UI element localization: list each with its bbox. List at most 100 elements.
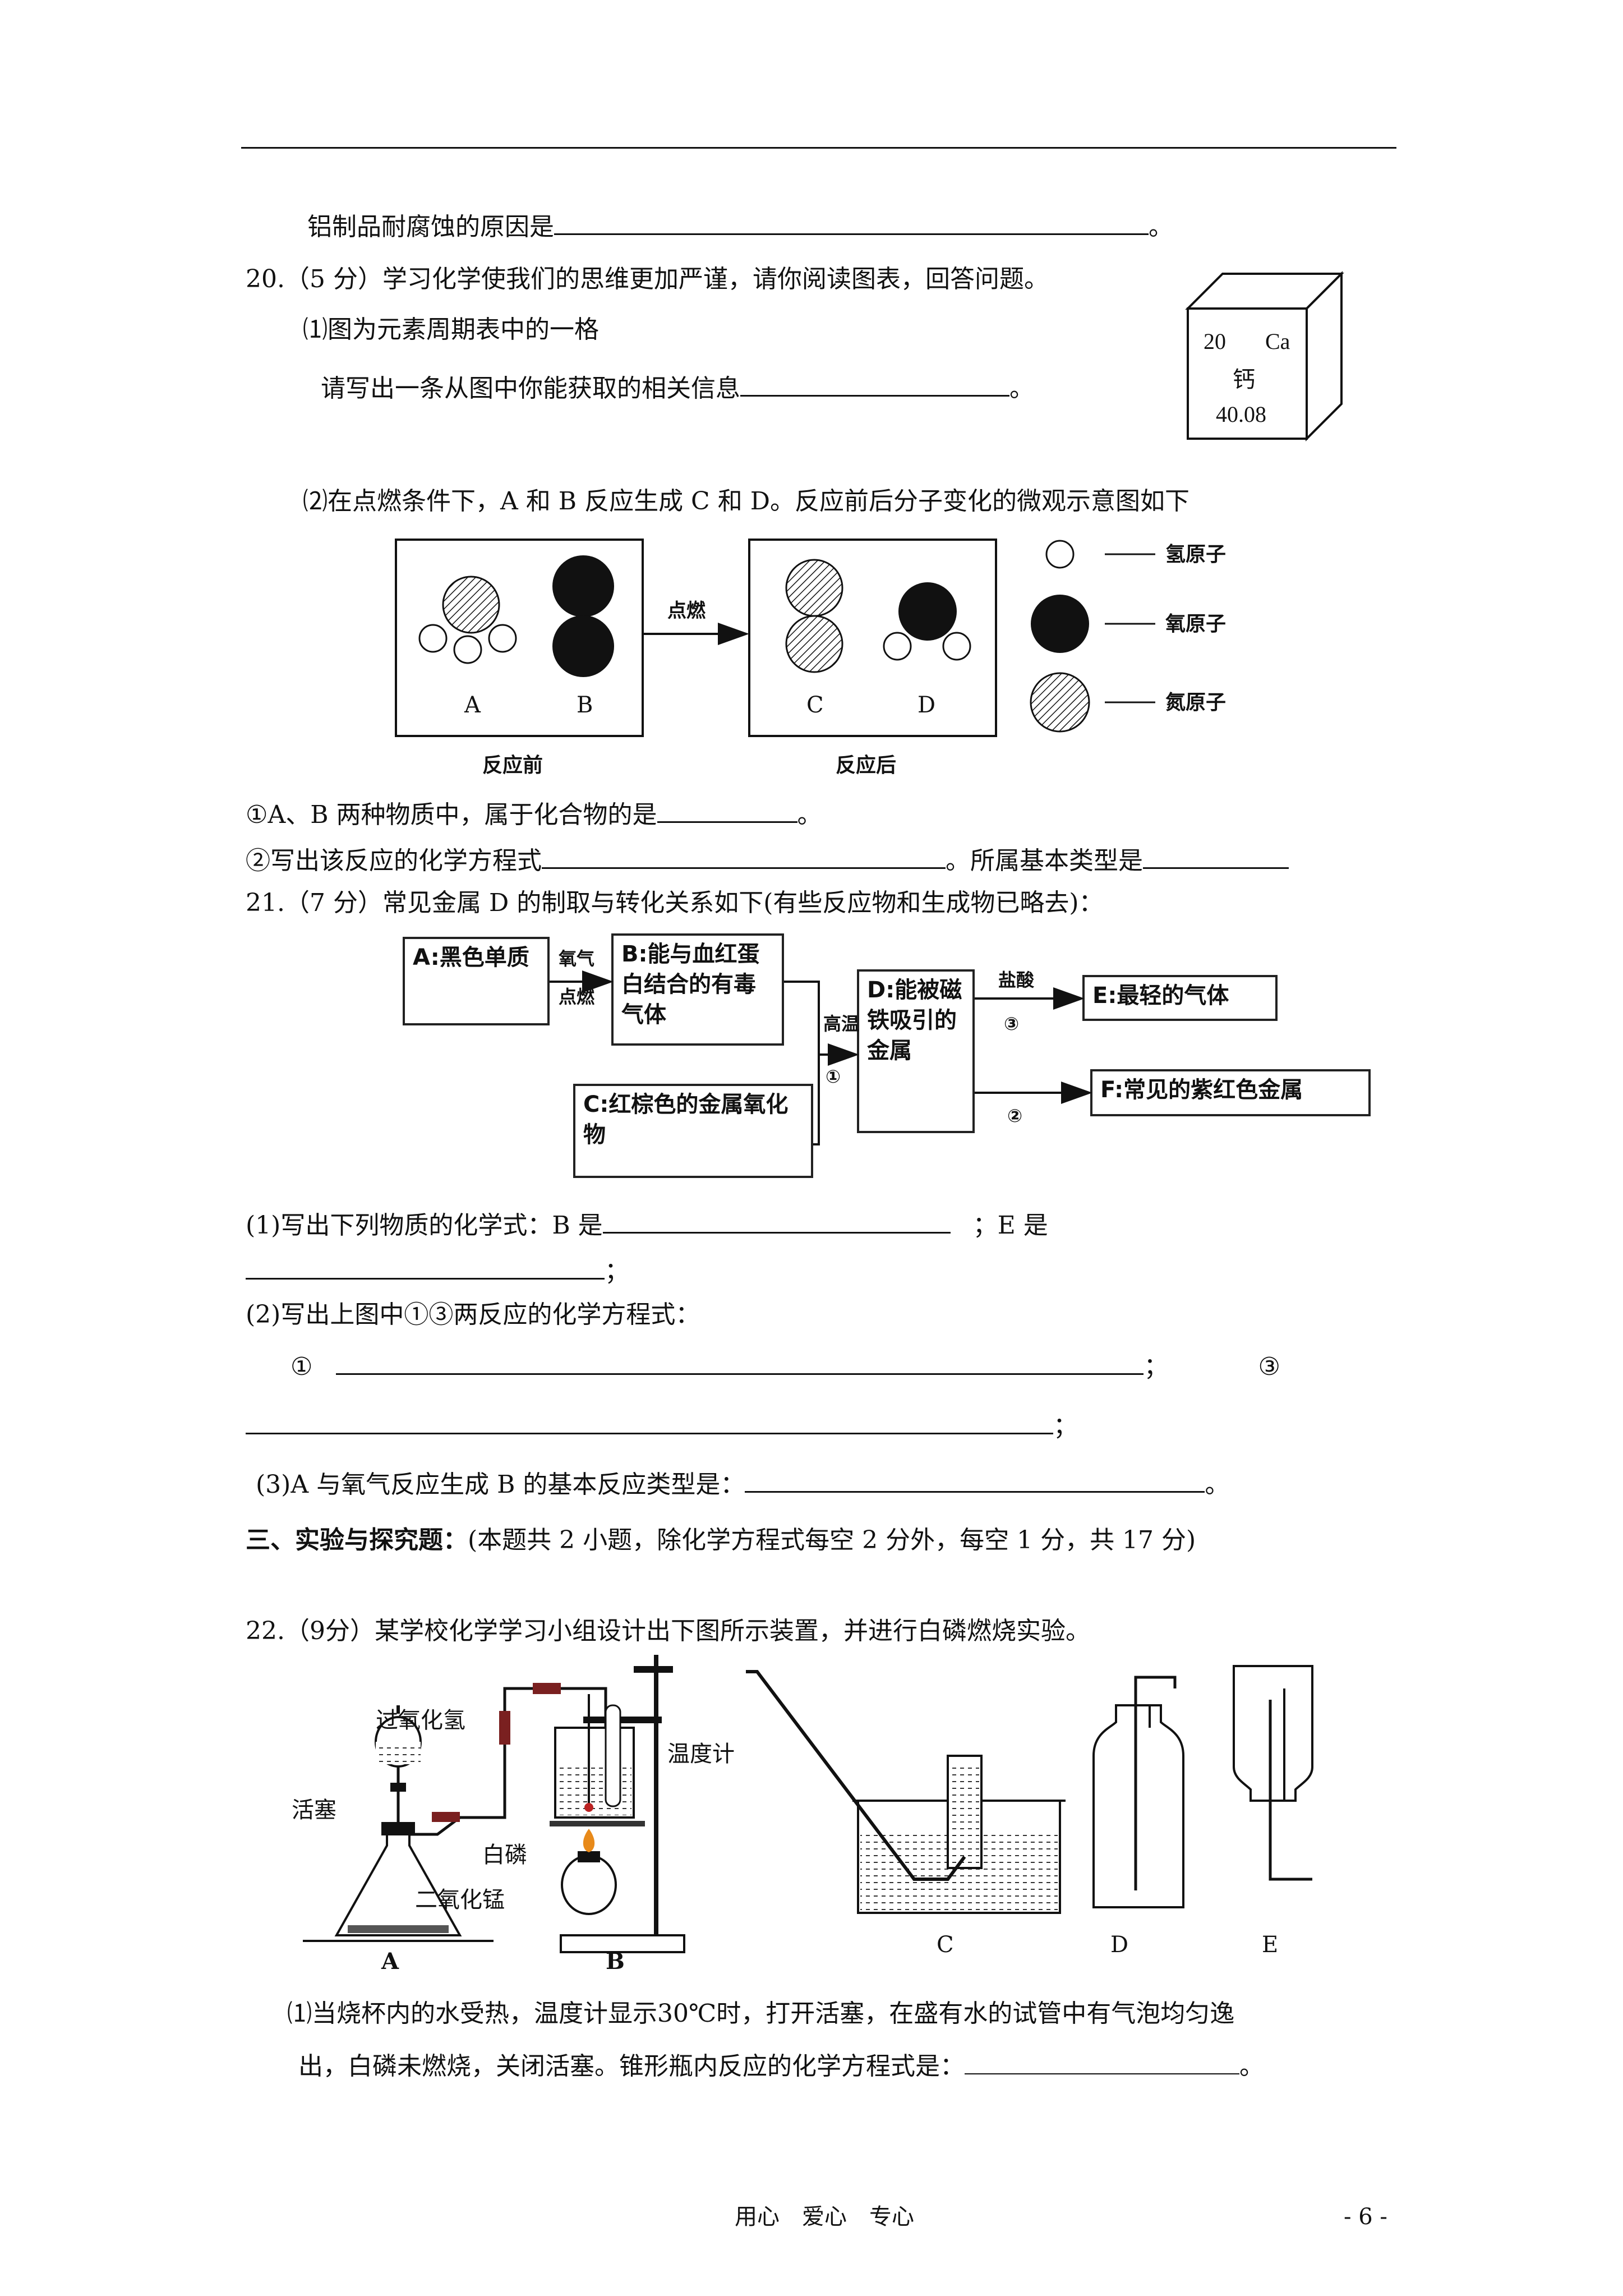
flow-box-d: D:能被磁铁吸引的金属	[857, 969, 975, 1133]
q20-q1-text: ①A、B 两种物质中，属于化合物的是	[246, 800, 657, 829]
label-thermometer: 温度计	[667, 1741, 735, 1767]
nitrogen-atom-icon	[785, 615, 843, 673]
label-apparatus-b: B	[606, 1948, 625, 1975]
answer-blank[interactable]	[1143, 843, 1289, 869]
answer-blank[interactable]	[246, 1408, 1053, 1434]
q21-stem: 21.（7 分）常见金属 D 的制取与转化关系如下(有些反应物和生成物已略去)：	[246, 889, 1104, 917]
answer-blank[interactable]	[542, 843, 946, 869]
q21-part3: (3)A 与氧气反应生成 B 的基本反应类型是： 。	[256, 1466, 1229, 1501]
answer-blank[interactable]	[336, 1349, 1144, 1375]
flow-box-e: E:最轻的气体	[1082, 975, 1278, 1021]
answer-blank[interactable]	[657, 797, 797, 823]
flow-ab-label-1: 氧气	[559, 948, 594, 969]
label-apparatus-a: A	[381, 1948, 399, 1975]
q20-q2-text: ②写出该反应的化学方程式	[246, 846, 542, 875]
q21-p3-text: (3)A 与氧气反应生成 B 的基本反应类型是：	[256, 1470, 745, 1499]
answer-blank[interactable]	[602, 1207, 951, 1234]
aluminum-end: 。	[1149, 213, 1173, 241]
section3-title: 三、实验与探究题：	[246, 1526, 468, 1554]
label-c: C	[806, 692, 824, 718]
cell-symbol: Ca	[1265, 329, 1290, 354]
q21-semi: ；	[1144, 1352, 1169, 1381]
cell-atomic-number: 20	[1204, 329, 1226, 354]
aluminum-question: 铝制品耐腐蚀的原因是 。	[307, 209, 1173, 243]
label-a: A	[464, 692, 481, 718]
q22-p1-line2-text: 出，白磷未燃烧，关闭活塞。锥形瓶内反应的化学方程式是：	[298, 2052, 965, 2081]
q21-semi: ；	[1053, 1412, 1078, 1441]
answer-blank[interactable]	[740, 370, 1009, 397]
label-white-phosphorus: 白磷	[482, 1842, 527, 1868]
answer-blank[interactable]	[965, 2049, 1239, 2074]
nitrogen-atom-icon	[442, 576, 500, 634]
after-caption: 反应后	[836, 753, 896, 777]
q21-p1-e: ；E 是	[972, 1211, 1048, 1240]
apparatus-a	[303, 1683, 607, 1942]
q21-part2-line2: ；	[246, 1408, 1078, 1442]
flow-df-num: ②	[1007, 1105, 1022, 1126]
q21-p2-num1: ①	[291, 1352, 313, 1381]
aluminum-text: 铝制品耐腐蚀的原因是	[307, 213, 554, 241]
q21-semi: ；	[605, 1257, 629, 1286]
q20-question-2: ②写出该反应的化学方程式。所属基本类型是	[246, 843, 1289, 877]
oxygen-atom-icon	[898, 582, 957, 641]
q20-part1-prompt-text: 请写出一条从图中你能获取的相关信息	[321, 374, 740, 403]
flow-box-b: B:能与血红蛋白结合的有毒气体	[611, 933, 784, 1046]
flow-r1-num: ①	[826, 1066, 841, 1087]
flow-connectors: 氧气 点燃 高温 ① 盐酸 ③ ②	[550, 948, 1092, 1145]
q20-part2-title: ⑵在点燃条件下，A 和 B 反应生成 C 和 D。反应前后分子变化的微观示意图如…	[303, 487, 1189, 516]
apparatus-d	[1092, 1676, 1184, 1908]
flow-box-c: C:红棕色的金属氧化物	[573, 1084, 813, 1178]
q21-part1: (1)写出下列物质的化学式：B 是 ；E 是	[246, 1207, 1048, 1241]
nitrogen-atom-icon	[785, 559, 843, 617]
label-apparatus-d: D	[1110, 1932, 1128, 1958]
label-h2o2: 过氧化氢	[376, 1708, 465, 1733]
page-number: - 6 -	[1344, 2204, 1387, 2230]
apparatus-figure: 过氧化氢 活塞 温度计 白磷 二氧化锰 A B C D E	[292, 1655, 1313, 1975]
apparatus-b	[550, 1655, 685, 1953]
flow-de-label: 盐酸	[998, 969, 1035, 991]
legend-hydrogen-label: 氢原子	[1165, 542, 1226, 566]
section3-note: (本题共 2 小题，除化学方程式每空 2 分外，每空 1 分，共 17 分)	[468, 1526, 1196, 1554]
q20-stem: 20.（5 分）学习化学使我们的思维更加严谨，请你阅读图表，回答问题。	[246, 265, 1049, 293]
molecule-diagram: A B 点燃 C D 反应前 反应后 氢原子 氧原子 氮原子	[395, 539, 1226, 777]
arrow-label: 点燃	[667, 600, 706, 622]
q22-p1-end: 。	[1239, 2052, 1264, 2081]
q21-p3-end: 。	[1205, 1470, 1230, 1499]
legend-nitrogen-label: 氮原子	[1165, 691, 1226, 714]
q21-p2-num3: ③	[1258, 1352, 1280, 1381]
legend-nitrogen-icon	[1030, 672, 1090, 733]
flow-de-num: ③	[1004, 1013, 1019, 1034]
section3-heading: 三、实验与探究题：(本题共 2 小题，除化学方程式每空 2 分外，每空 1 分，…	[246, 1525, 1196, 1556]
q21-p1-text: (1)写出下列物质的化学式：B 是	[246, 1211, 603, 1240]
label-apparatus-c: C	[937, 1932, 954, 1958]
cell-mass: 40.08	[1216, 402, 1266, 427]
answer-blank[interactable]	[745, 1466, 1205, 1493]
flow-r1-label: 高温	[823, 1013, 859, 1034]
apparatus-c	[746, 1670, 1066, 1914]
hydrogen-atom-icon	[453, 635, 482, 664]
apparatus-e	[1233, 1665, 1313, 1881]
oxygen-atom-icon	[552, 555, 614, 617]
q22-stem: 22.（9分）某学校化学学习小组设计出下图所示装置，并进行白磷燃烧实验。	[246, 1617, 1090, 1645]
q20-part1-end: 。	[1009, 374, 1034, 403]
cell-name: 钙	[1233, 367, 1255, 392]
answer-blank[interactable]	[554, 209, 1149, 235]
before-caption: 反应前	[482, 753, 543, 777]
hydrogen-atom-icon	[883, 632, 912, 661]
flow-box-f: F:常见的紫红色金属	[1090, 1069, 1371, 1116]
footer-motto: 用心 爱心 专心	[735, 2204, 914, 2230]
q20-part1-prompt: 请写出一条从图中你能获取的相关信息 。	[321, 370, 1034, 404]
flow-box-a: A:黑色单质	[403, 937, 550, 1025]
answer-blank[interactable]	[246, 1253, 605, 1280]
label-mno2: 二氧化锰	[415, 1887, 505, 1913]
header-rule	[241, 147, 1396, 149]
hydrogen-atom-icon	[942, 632, 971, 661]
legend-hydrogen-icon	[1045, 540, 1075, 569]
q22-part1-line1: ⑴当烧杯内的水受热，温度计显示30℃时，打开活塞，在盛有水的试管中有气泡均匀逸	[287, 1999, 1235, 2028]
label-apparatus-e: E	[1262, 1932, 1278, 1958]
label-stopcock: 活塞	[292, 1797, 336, 1823]
q22-part1-line2: 出，白磷未燃烧，关闭活塞。锥形瓶内反应的化学方程式是： 。	[298, 2049, 1264, 2082]
q20-part1-title: ⑴图为元素周期表中的一格	[303, 315, 599, 344]
q21-part2-line: ① ； ③	[291, 1349, 1280, 1383]
legend-oxygen-label: 氧原子	[1165, 612, 1226, 636]
